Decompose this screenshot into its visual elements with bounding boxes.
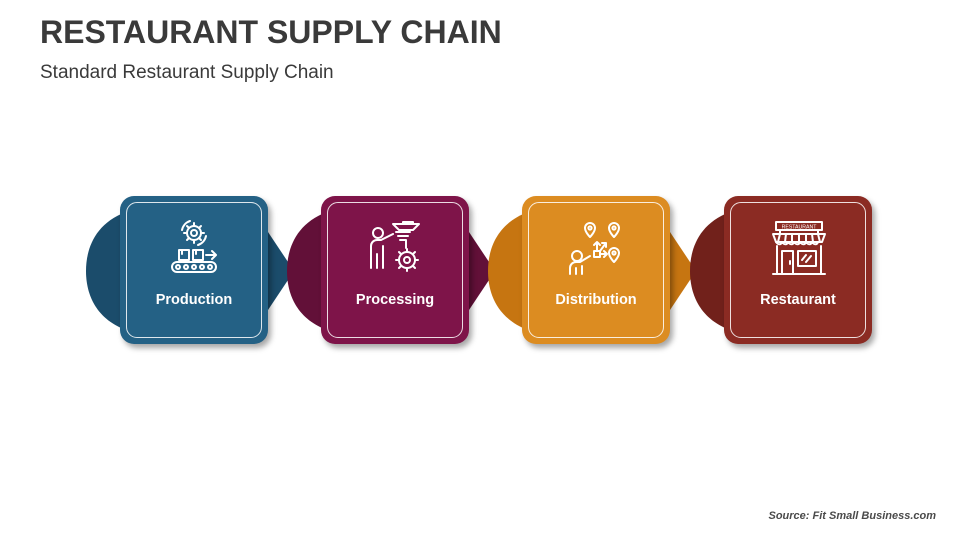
- step-label: Distribution: [555, 292, 637, 308]
- step-arrow-shape: [264, 232, 294, 310]
- step-label: Restaurant: [760, 292, 836, 308]
- step-tail-shape: [488, 212, 528, 330]
- page-subtitle: Standard Restaurant Supply Chain: [40, 62, 334, 83]
- step-arrow-shape: [666, 232, 696, 310]
- step-tail-shape: [86, 212, 126, 330]
- storefront-sign-text: RESTAURANT: [782, 224, 818, 230]
- step-card-border: [730, 202, 866, 338]
- step-label: Production: [155, 292, 233, 308]
- step-arrow-shape: [465, 232, 495, 310]
- step-card-border: [327, 202, 463, 338]
- step-card: Production: [120, 196, 268, 344]
- storefront-icon: RESTAURANT: [772, 221, 826, 275]
- step-label: Processing: [355, 292, 435, 308]
- step-card: Processing: [321, 196, 469, 344]
- step-card-border: [528, 202, 664, 338]
- source-credit: Source: Fit Small Business.com: [768, 510, 937, 522]
- step-tail-shape: [287, 212, 327, 330]
- step-production: Production: [86, 196, 294, 346]
- worker-gear-funnel-icon: [370, 221, 420, 272]
- step-distribution: Distribution: [488, 196, 696, 346]
- step-card: Distribution: [522, 196, 670, 344]
- step-card-border: [126, 202, 262, 338]
- page-title: RESTAURANT SUPPLY CHAIN: [40, 14, 502, 50]
- step-card: RESTAURANT Restaurant: [724, 196, 872, 344]
- step-tail-shape: [690, 212, 730, 330]
- step-processing: Processing: [287, 196, 495, 346]
- step-restaurant: RESTAURANT Restaurant: [690, 196, 874, 346]
- conveyor-gear-icon: [171, 220, 217, 273]
- person-network-icon: [569, 222, 620, 275]
